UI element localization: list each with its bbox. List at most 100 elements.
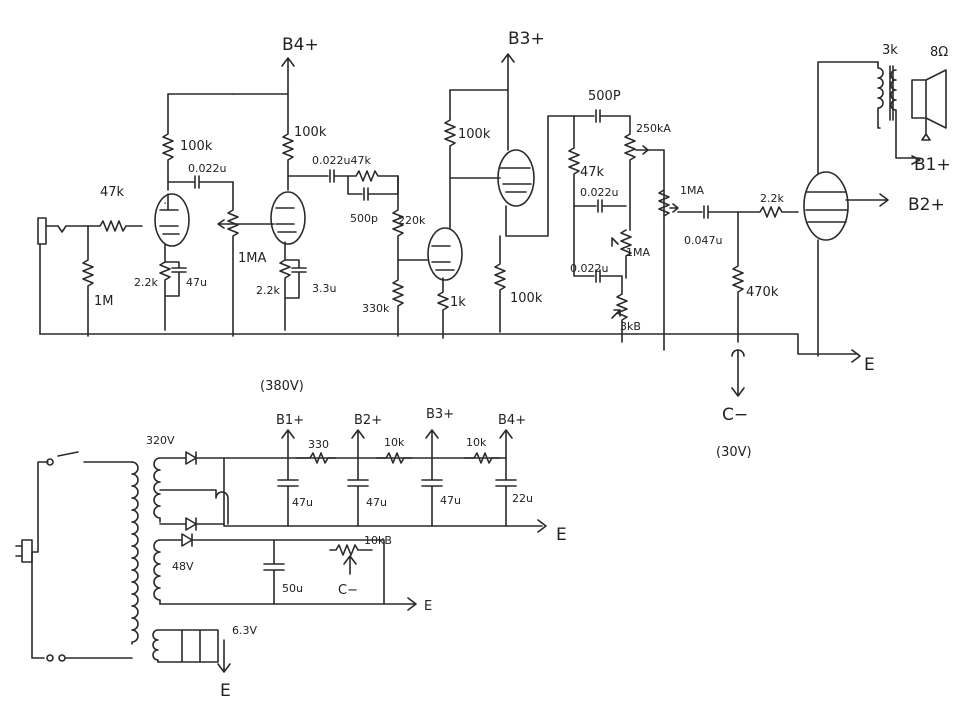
label-r2-2k-a: 2.2k — [134, 276, 158, 289]
pot-3kb — [616, 275, 628, 343]
label-c0022-3: 0.022u — [570, 262, 608, 275]
label-r47k-in: 47k — [100, 185, 125, 200]
label-c0047: 0.047u — [684, 234, 722, 247]
label-c47u-2: 47u — [366, 496, 387, 509]
label-e-main: E — [864, 355, 875, 375]
r100k-2 — [282, 93, 294, 191]
label-v320: 320V — [146, 434, 175, 447]
label-r100k-1: 100k — [180, 139, 213, 154]
ground-bus — [39, 333, 861, 363]
label-r10k-1: 10k — [384, 436, 405, 449]
tube-output — [803, 171, 849, 241]
label-pot10kb: 10kB — [364, 534, 392, 547]
r47k-in — [87, 220, 143, 232]
r100k-1 — [162, 93, 174, 191]
c47u-2 — [347, 457, 369, 527]
label-c500p-1: 500p — [350, 212, 378, 225]
r10k-2 — [463, 452, 501, 464]
label-r47k-2: 47k — [580, 165, 605, 180]
c0022-3 — [573, 205, 623, 283]
label-psu-b2: B2+ — [354, 413, 382, 428]
transformer-primary — [131, 461, 139, 645]
label-psu-b1: B1+ — [276, 413, 304, 428]
label-c47u-1: 47u — [292, 496, 313, 509]
c3-3u — [284, 259, 307, 299]
r100k-4 — [494, 235, 506, 333]
label-r220k: 220k — [398, 214, 426, 227]
label-r330k: 330k — [362, 302, 390, 315]
speaker — [911, 69, 947, 129]
r330 — [295, 452, 337, 464]
label-r330: 330 — [308, 438, 329, 451]
r47k-2 — [568, 115, 580, 207]
r470k — [732, 211, 744, 343]
tube-v3 — [427, 227, 463, 281]
c47u-bypass — [164, 261, 187, 297]
pot-1ma-3 — [658, 189, 670, 217]
label-c47u-3: 47u — [440, 494, 461, 507]
label-b2-out: B2+ — [908, 195, 945, 215]
label-c-volt: (30V) — [716, 445, 752, 460]
label-v63: 6.3V — [232, 624, 257, 637]
pot-10kb — [329, 544, 373, 556]
label-c500p-2: 500P — [588, 89, 621, 104]
label-c0022-2: 0.022u — [580, 186, 618, 199]
r1k — [437, 277, 449, 339]
c500p-1 — [347, 175, 399, 201]
label-c47u: 47u — [186, 276, 207, 289]
r100k-3 — [444, 89, 456, 229]
transformer-heater — [152, 629, 159, 663]
input-wire — [45, 225, 89, 233]
label-psu-b3: B3+ — [426, 407, 454, 422]
label-c3-3u: 3.3u — [312, 282, 336, 295]
label-r2-2k-c: 2.2k — [760, 192, 784, 205]
label-psu-e2: E — [424, 599, 432, 614]
tube-v1 — [154, 193, 190, 247]
b4-rail — [167, 57, 295, 95]
pot-250ka — [624, 115, 636, 231]
label-psu-e3: E — [220, 681, 231, 701]
label-psu-c-minus: C− — [338, 583, 358, 598]
label-pot1ma-1: 1MA — [238, 251, 266, 266]
label-r100k-4: 100k — [510, 291, 543, 306]
tube-v4 — [497, 149, 535, 207]
transformer-secondary-hv — [153, 457, 161, 523]
c0047 — [677, 205, 739, 219]
label-c22u: 22u — [512, 492, 533, 505]
r1m-in — [82, 225, 94, 337]
label-spk8: 8Ω — [930, 45, 948, 60]
pot-1ma-2 — [620, 229, 632, 279]
label-r2-2k-b: 2.2k — [256, 284, 280, 297]
label-v48: 48V — [172, 560, 194, 573]
label-r470k: 470k — [746, 285, 779, 300]
label-b4-top: B4+ — [282, 35, 319, 55]
label-pot3kb: 3kB — [620, 320, 641, 333]
label-psu-e1: E — [556, 525, 567, 545]
label-pot1ma-2: 1MA — [626, 246, 650, 259]
r2-2k-c — [737, 206, 799, 218]
r330k — [392, 259, 404, 337]
label-t3k: 3k — [882, 43, 898, 58]
label-c0022-1: 0.022u — [188, 162, 226, 175]
label-r100k-3: 100k — [458, 127, 491, 142]
label-pot250ka: 250kA — [636, 122, 671, 135]
c50u — [263, 539, 285, 605]
pot-1ma-1 — [227, 181, 239, 337]
input-jack — [37, 217, 47, 245]
label-r10k-2: 10k — [466, 436, 487, 449]
c22u — [495, 457, 517, 527]
cathode-v1 — [159, 243, 171, 331]
label-c0022-47k: 0.022u47k — [312, 154, 371, 167]
label-b1-out: B1+ — [914, 155, 951, 175]
c0022-47k — [287, 169, 399, 183]
label-r1m-in: 1M — [94, 294, 114, 309]
r10k-1 — [375, 452, 413, 464]
label-v380: (380V) — [260, 379, 304, 394]
label-r1k: 1k — [450, 295, 466, 310]
label-psu-b4: B4+ — [498, 413, 526, 428]
r220k — [392, 175, 404, 261]
c47u-3 — [421, 457, 443, 527]
c47u-1 — [277, 457, 299, 527]
transformer-bias — [153, 539, 161, 605]
